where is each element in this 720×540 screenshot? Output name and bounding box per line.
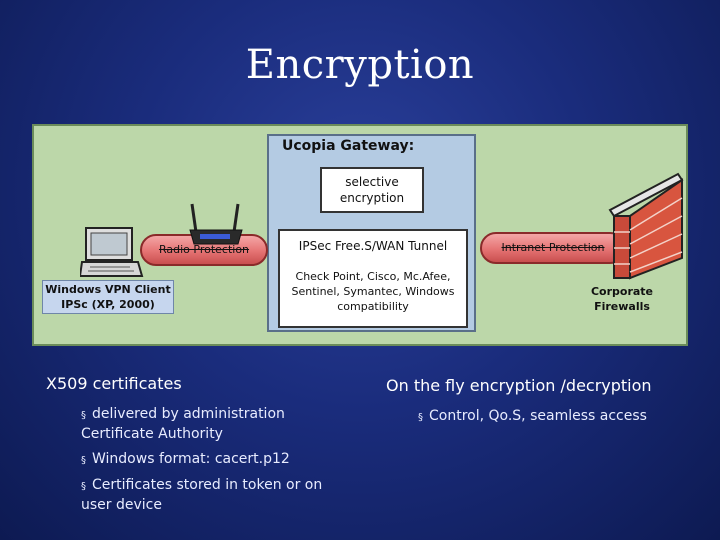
bullet-glyph: § — [81, 455, 86, 466]
intranet-protection-label: Intranet Protection — [501, 241, 605, 254]
right-column: On the fly encryption /decryption §Contr… — [386, 376, 706, 433]
ipsec-tunnel-box: IPSec Free.S/WAN Tunnel Check Point, Cis… — [278, 229, 468, 328]
laptop-icon — [80, 227, 144, 277]
firewall-label: Corporate Firewalls — [590, 285, 654, 313]
bullet-item: §Control, Qo.S, seamless access — [418, 408, 647, 424]
intranet-protection-tube: Intranet Protection — [480, 232, 626, 264]
bullet-item: §delivered by administration Certificate… — [81, 406, 285, 442]
brick-wall-icon — [608, 172, 684, 280]
tunnel-title: IPSec Free.S/WAN Tunnel — [298, 239, 448, 253]
radio-protection-label: Radio Protection — [158, 243, 250, 256]
tunnel-vendors: Check Point, Cisco, Mc.Afee, Sentinel, S… — [291, 270, 455, 313]
bullet-item: §Windows format: cacert.p12 — [81, 451, 290, 467]
bullet-glyph: § — [81, 481, 86, 492]
slide-title: Encryption — [245, 42, 475, 88]
left-heading: X509 certificates — [46, 374, 182, 393]
vpn-client-label: Windows VPN Client IPSc (XP, 2000) — [42, 280, 174, 314]
selective-encryption-box: selective encryption — [320, 167, 424, 213]
bullet-item: §Certificates stored in token or on user… — [81, 477, 323, 513]
right-heading: On the fly encryption /decryption — [386, 376, 652, 395]
bullet-glyph: § — [418, 412, 423, 423]
router-icon — [189, 203, 243, 245]
left-column: X509 certificates §delivered by administ… — [46, 374, 346, 521]
bullet-glyph: § — [81, 410, 86, 421]
gateway-label: Ucopia Gateway: — [282, 138, 415, 154]
